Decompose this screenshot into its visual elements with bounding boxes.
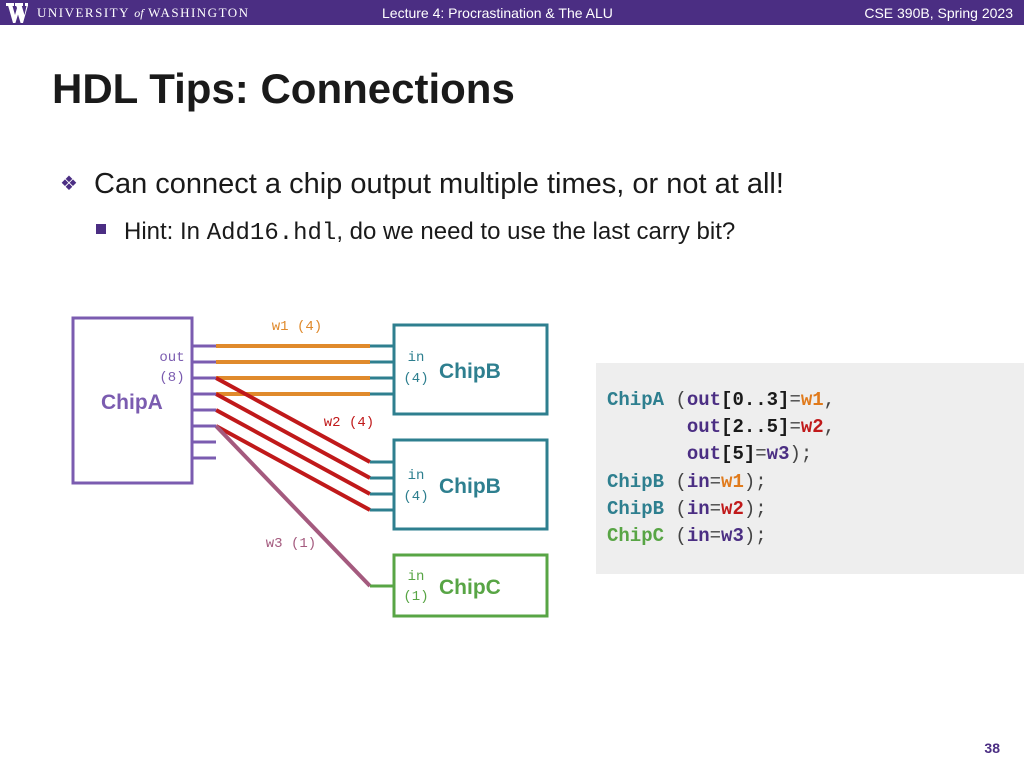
chip-c-box xyxy=(392,553,549,618)
uw-w-logo-icon xyxy=(6,3,28,23)
header-bar: UNIVERSITY of WASHINGTON Lecture 4: Proc… xyxy=(0,0,1024,25)
w3-label: w3 (1) xyxy=(266,536,316,552)
code-filename: Add16.hdl xyxy=(206,220,337,247)
chip-b2-input-pins xyxy=(370,460,394,512)
hdl-code-box: ChipA (out[0..3]=w1, out[2..5]=w2, out[5… xyxy=(596,363,1024,574)
chip-b1-input-pins xyxy=(370,344,394,396)
chip-b2-box xyxy=(392,438,549,531)
chip-b2-port: in xyxy=(408,468,425,484)
w2-wires xyxy=(215,376,371,512)
chip-b1-width: (4) xyxy=(403,371,428,387)
chip-a-name: ChipA xyxy=(101,391,163,414)
university-name: UNIVERSITY of WASHINGTON xyxy=(37,5,250,20)
chip-b1-port: in xyxy=(408,350,425,366)
chip-a-box xyxy=(71,316,194,485)
chip-a-port: out xyxy=(159,350,184,366)
w3-wire xyxy=(214,424,372,588)
chip-c-name: ChipC xyxy=(439,576,501,599)
w2-label: w2 (4) xyxy=(324,415,374,431)
wiring-diagram: out (8) ChipA in (4) ChipB in (4) ChipB … xyxy=(71,316,549,618)
chip-c-width: (1) xyxy=(403,589,428,605)
lecture-title: Lecture 4: Procrastination & The ALU xyxy=(382,5,613,21)
chip-a-width: (8) xyxy=(159,370,184,386)
course-name: CSE 390B, Spring 2023 xyxy=(864,5,1013,21)
bullet-level-1: ❖ Can connect a chip output multiple time… xyxy=(60,168,784,201)
w1-label: w1 (4) xyxy=(272,319,322,335)
w1-wires xyxy=(216,344,370,396)
chip-b2-name: ChipB xyxy=(439,475,501,498)
page-number: 38 xyxy=(984,740,1000,756)
square-bullet-icon xyxy=(96,224,106,234)
chip-a-output-pins xyxy=(192,344,216,460)
hdl-code: ChipA (out[0..3]=w1, out[2..5]=w2, out[5… xyxy=(607,389,836,548)
diamond-bullet-icon: ❖ xyxy=(60,173,78,195)
chip-b2-width: (4) xyxy=(403,489,428,505)
bullet-text: Can connect a chip output multiple times… xyxy=(94,168,784,200)
bullet-level-2: Hint: In Add16.hdl, do we need to use th… xyxy=(96,218,735,247)
chip-b1-box xyxy=(392,323,549,416)
chip-c-port: in xyxy=(408,569,425,585)
chip-b1-name: ChipB xyxy=(439,360,501,383)
slide-title: HDL Tips: Connections xyxy=(52,65,515,112)
